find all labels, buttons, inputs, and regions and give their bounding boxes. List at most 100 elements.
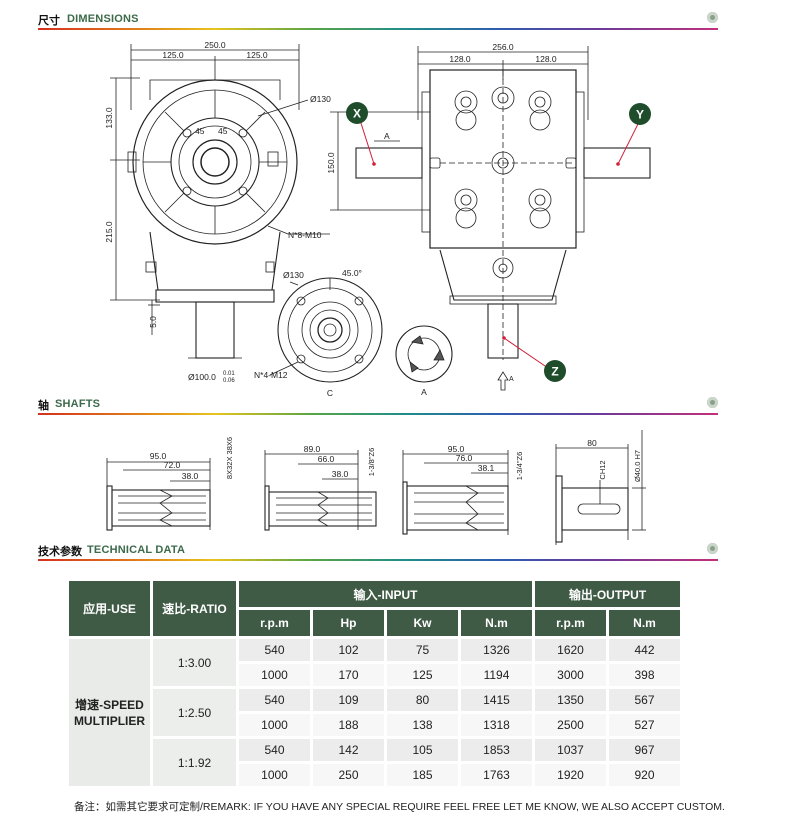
cell-input-kw: 75	[387, 639, 458, 661]
shaft-3: 95.0 76.0 38.1 1-3/4"Z6	[402, 444, 524, 535]
cell-output-rpm: 1920	[535, 764, 606, 786]
col-header-input-rpm: r.p.m	[239, 610, 310, 636]
shaft-bore-spec: Ø40.0 H7	[633, 450, 642, 482]
callout-z: Z	[544, 360, 566, 382]
shaft-dim-total: 95.0	[448, 444, 465, 454]
dim-front-upper-height: 133.0	[104, 107, 114, 129]
table-row: 1000 188 138 1318 2500 527	[69, 714, 680, 736]
callout-x: X	[346, 102, 368, 124]
dim-shaft-tol-upper: 0.01	[223, 371, 235, 377]
cell-input-nm: 1415	[461, 689, 532, 711]
cell-input-hp: 188	[313, 714, 384, 736]
dim-front-lower-height: 215.0	[104, 221, 114, 243]
bullet-icon	[707, 397, 718, 408]
section-header-dimensions: 尺寸 DIMENSIONS	[38, 8, 718, 30]
dim-front-width: 250.0	[204, 40, 226, 50]
technical-data-table: 应用-USE 速比-RATIO 输入-INPUT 输出-OUTPUT r.p.m…	[66, 578, 683, 789]
col-header-ratio: 速比-RATIO	[153, 581, 236, 636]
rainbow-divider	[38, 413, 718, 415]
dim-front-half-right: 125.0	[246, 50, 268, 60]
cell-output-nm: 567	[609, 689, 680, 711]
cell-input-kw: 138	[387, 714, 458, 736]
table-row: 1000 250 185 1763 1920 920	[69, 764, 680, 786]
cell-input-rpm: 540	[239, 639, 310, 661]
dim-flange-bolt-circle: Ø130	[283, 270, 304, 280]
shaft-dim-total: 80	[587, 438, 597, 448]
dimensions-drawing: X Y Z 250.0 125.0 125.0 133.0 215.0 5.0 …	[104, 40, 651, 398]
remark-note: 备注：如需其它要求可定制/REMARK: IF YOU HAVE ANY SPE…	[74, 801, 725, 813]
col-header-input-kw: Kw	[387, 610, 458, 636]
dim-shaft-dia: Ø100.0	[188, 372, 216, 382]
shaft-1: 95.0 72.0 38.0 8X32X 38X6	[106, 437, 234, 531]
cell-input-kw: 185	[387, 764, 458, 786]
shaft-spline-spec: 1-3/4"Z6	[515, 452, 524, 481]
shaft-spline-spec: 1-3/8"Z6	[367, 448, 376, 477]
cell-input-kw: 125	[387, 664, 458, 686]
cell-output-rpm: 1350	[535, 689, 606, 711]
cell-output-nm: 920	[609, 764, 680, 786]
cell-input-rpm: 1000	[239, 764, 310, 786]
cell-output-nm: 442	[609, 639, 680, 661]
cell-output-rpm: 3000	[535, 664, 606, 686]
dim-front-half-left: 125.0	[162, 50, 184, 60]
cell-input-rpm: 1000	[239, 664, 310, 686]
cell-output-nm: 967	[609, 739, 680, 761]
dim-shaft-tol-lower: 0.06	[223, 378, 235, 384]
dim-flange-angle: 45.0°	[342, 268, 362, 278]
shaft-dim-total: 89.0	[304, 444, 321, 454]
cell-input-hp: 109	[313, 689, 384, 711]
callout-label: Y	[636, 108, 644, 122]
use-label-line1: 增速-SPEED	[75, 697, 144, 712]
dim-side-center-height: 150.0	[326, 152, 336, 174]
ratio-cell: 1:1.92	[153, 739, 236, 786]
section-title-cn: 尺寸	[38, 15, 60, 27]
ratio-cell: 1:2.50	[153, 689, 236, 736]
dim-side-half-right: 128.0	[535, 54, 557, 64]
view-caption-c: C	[327, 388, 333, 398]
shaft-dim-mid: 76.0	[456, 453, 473, 463]
use-label-line2: MULTIPLIER	[73, 713, 146, 728]
col-header-output: 输出-OUTPUT	[535, 581, 680, 607]
ratio-cell: 1:3.00	[153, 639, 236, 686]
shaft-dim-total: 95.0	[150, 451, 167, 461]
section-title-en: TECHNICAL DATA	[87, 544, 186, 556]
cell-input-nm: 1853	[461, 739, 532, 761]
shaft-key-spec: CH12	[598, 460, 607, 479]
bullet-icon	[707, 12, 718, 23]
rainbow-divider	[38, 559, 718, 561]
table-row: 1000 170 125 1194 3000 398	[69, 664, 680, 686]
shaft-dim-inner: 38.0	[332, 469, 349, 479]
view-arrow-label: A	[509, 376, 514, 383]
cell-input-nm: 1318	[461, 714, 532, 736]
cell-input-hp: 250	[313, 764, 384, 786]
cell-input-nm: 1763	[461, 764, 532, 786]
shaft-2: 89.0 66.0 38.0 1-3/8"Z6	[264, 444, 377, 531]
dim-flange-bolts: N*4-M12	[254, 370, 288, 380]
cell-input-hp: 102	[313, 639, 384, 661]
view-caption-a: A	[421, 387, 427, 397]
section-title-en: SHAFTS	[55, 398, 101, 410]
section-title-cn: 轴	[38, 400, 49, 412]
shaft-dim-inner: 38.0	[182, 471, 199, 481]
cell-input-hp: 142	[313, 739, 384, 761]
cell-output-rpm: 1037	[535, 739, 606, 761]
callout-label: X	[353, 107, 361, 121]
section-title-cn: 技术参数	[38, 546, 82, 558]
rainbow-divider	[38, 28, 718, 30]
shaft-4: 80 CH12 Ø40.0 H7	[555, 430, 646, 545]
cell-input-rpm: 540	[239, 739, 310, 761]
dim-side-width: 256.0	[492, 42, 514, 52]
dim-side-half-left: 128.0	[449, 54, 471, 64]
col-header-input: 输入-INPUT	[239, 581, 532, 607]
col-header-output-rpm: r.p.m	[535, 610, 606, 636]
cell-output-rpm: 1620	[535, 639, 606, 661]
col-header-input-hp: Hp	[313, 610, 384, 636]
cell-input-rpm: 540	[239, 689, 310, 711]
dim-angle-b: 45	[218, 126, 228, 136]
dim-angle-a: 45	[195, 126, 205, 136]
cell-input-nm: 1326	[461, 639, 532, 661]
cell-output-rpm: 2500	[535, 714, 606, 736]
section-title-en: DIMENSIONS	[67, 13, 139, 25]
